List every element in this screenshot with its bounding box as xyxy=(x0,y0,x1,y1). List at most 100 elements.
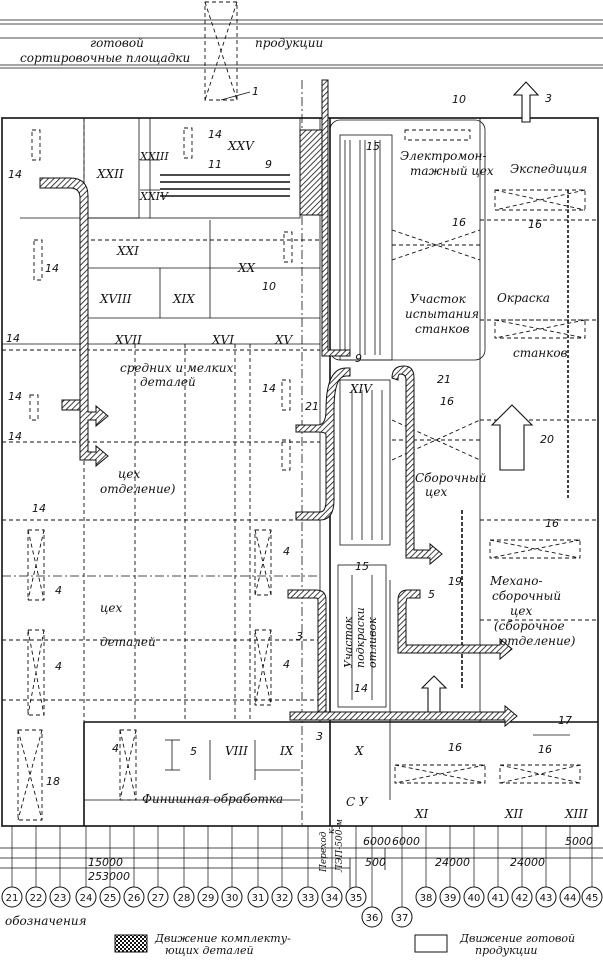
label-3-d: 3 xyxy=(296,630,303,643)
label-14-f: 14 xyxy=(8,430,22,443)
axis-label-25: 25 xyxy=(104,893,117,904)
axis-bubble-32 xyxy=(271,886,293,908)
label-14-c: 14 xyxy=(45,262,59,275)
label-20: 20 xyxy=(540,433,554,446)
zone-shop-section-2: отделение) xyxy=(100,482,176,496)
top-roads xyxy=(0,19,603,69)
transition-3: ЛЭП-500-м xyxy=(335,819,345,873)
label-14-i: 14 xyxy=(354,682,368,695)
axis-label-22: 22 xyxy=(30,893,43,904)
dim-253000: 253000 xyxy=(88,870,130,883)
label-16-e: 16 xyxy=(448,741,462,754)
legend-components-1: Движение комплекту- xyxy=(154,932,291,945)
zone-XVIII: XVIII xyxy=(99,292,132,306)
axis-label-33: 33 xyxy=(302,893,315,904)
axis-bubble-36 xyxy=(361,906,383,928)
legend-title: обозначения xyxy=(5,914,87,928)
label-11: 11 xyxy=(208,158,222,171)
axis-label-27: 27 xyxy=(152,893,165,904)
axis-label-30: 30 xyxy=(226,893,239,904)
dim-24000-a: 24000 xyxy=(435,856,470,869)
label-3-b: 3 xyxy=(545,92,552,105)
axis-bubble-41 xyxy=(487,886,509,908)
dimension-lines xyxy=(0,847,603,895)
axis-bubble-26 xyxy=(123,886,145,908)
axis-bubble-22 xyxy=(25,886,47,908)
conveyor-assembly xyxy=(295,367,351,521)
label-15-a: 15 xyxy=(366,140,380,153)
crane-17 xyxy=(17,729,43,821)
label-10-b: 10 xyxy=(452,93,466,106)
zone-parts-shop-2: деталей xyxy=(100,635,156,649)
axis-label-23: 23 xyxy=(54,893,67,904)
label-21-a: 21 xyxy=(305,400,319,413)
label-14-e: 14 xyxy=(8,390,22,403)
dim-6000-a: 6000 xyxy=(363,835,391,848)
marks-14 xyxy=(29,127,293,471)
top-label-second: сортировочные площадки xyxy=(20,51,190,65)
axis-bubble-43 xyxy=(535,886,557,908)
products-out-top xyxy=(512,81,540,123)
label-5-b: 5 xyxy=(428,588,435,601)
label-16-c: 16 xyxy=(440,395,454,408)
axis-label-29: 29 xyxy=(202,893,215,904)
zone-painting-2: станков xyxy=(513,346,568,360)
axis-label-34: 34 xyxy=(326,893,339,904)
label-16-f: 16 xyxy=(538,743,552,756)
cranes-4 xyxy=(27,529,272,801)
zone-expedition: Экспедиция xyxy=(510,162,587,176)
dim-24000-b: 24000 xyxy=(510,856,545,869)
transition-1: Переход xyxy=(319,831,329,873)
axis-bubble-28 xyxy=(173,886,195,908)
rails-9 xyxy=(140,159,290,197)
axis-bubble-45 xyxy=(581,886,603,908)
products-arrow-up xyxy=(420,675,448,713)
zone-priming-3: отливок xyxy=(366,617,379,668)
axis-label-43: 43 xyxy=(540,893,553,904)
zone-parts-shop-1: цех xyxy=(100,601,122,615)
zone-XIV: XIV xyxy=(349,382,373,396)
legend-products-2: продукции xyxy=(475,944,538,957)
conveyor-left-branch xyxy=(61,399,81,411)
axis-label-41: 41 xyxy=(492,893,505,904)
axis-label-24: 24 xyxy=(80,893,93,904)
axis-bubble-37 xyxy=(391,906,413,928)
label-4-e: 4 xyxy=(112,742,119,755)
zone-priming-2: подкраски xyxy=(354,607,367,668)
zone-XIX: XIX xyxy=(172,292,195,306)
zone-XIII: XIII xyxy=(564,807,588,821)
legend-components-2: ющих деталей xyxy=(165,944,254,957)
label-17: 18 xyxy=(46,775,60,788)
zone-VIII: VIII xyxy=(225,744,248,758)
zone-mech-4: (сборочное xyxy=(494,619,565,633)
zone-XXIV: XXIV xyxy=(139,190,169,203)
zone-XVI: XVI xyxy=(211,333,234,347)
axis-bubble-40 xyxy=(463,886,485,908)
zone-testing-2: испытания xyxy=(405,307,479,321)
zone-XV: XV xyxy=(274,333,294,347)
axis-label-44: 44 xyxy=(564,893,577,904)
legend-swatch-components xyxy=(114,934,148,953)
zone-su: С У xyxy=(346,795,369,809)
axis-bubble-23 xyxy=(49,886,71,908)
axis-bubble-44 xyxy=(559,886,581,908)
bottom-right xyxy=(394,734,581,784)
zone-testing-3: станков xyxy=(415,322,470,336)
axis-label-39: 39 xyxy=(444,893,457,904)
finishing-bay xyxy=(84,739,300,801)
conveyor-3 xyxy=(287,589,327,716)
label-18: 17 xyxy=(558,714,572,727)
axis-bubble-39 xyxy=(439,886,461,908)
axis-bubble-21 xyxy=(1,886,23,908)
zone-XX: XX xyxy=(237,261,256,275)
axis-bubble-30 xyxy=(221,886,243,908)
label-1: 1 xyxy=(252,85,259,98)
zone-XXI: XXI xyxy=(116,244,139,258)
legend-products-1: Движение готовой xyxy=(459,932,575,945)
axis-label-32: 32 xyxy=(276,893,289,904)
label-16-d: 16 xyxy=(545,517,559,530)
axis-label-45: 45 xyxy=(586,893,599,904)
conveyor-5 xyxy=(397,589,513,661)
